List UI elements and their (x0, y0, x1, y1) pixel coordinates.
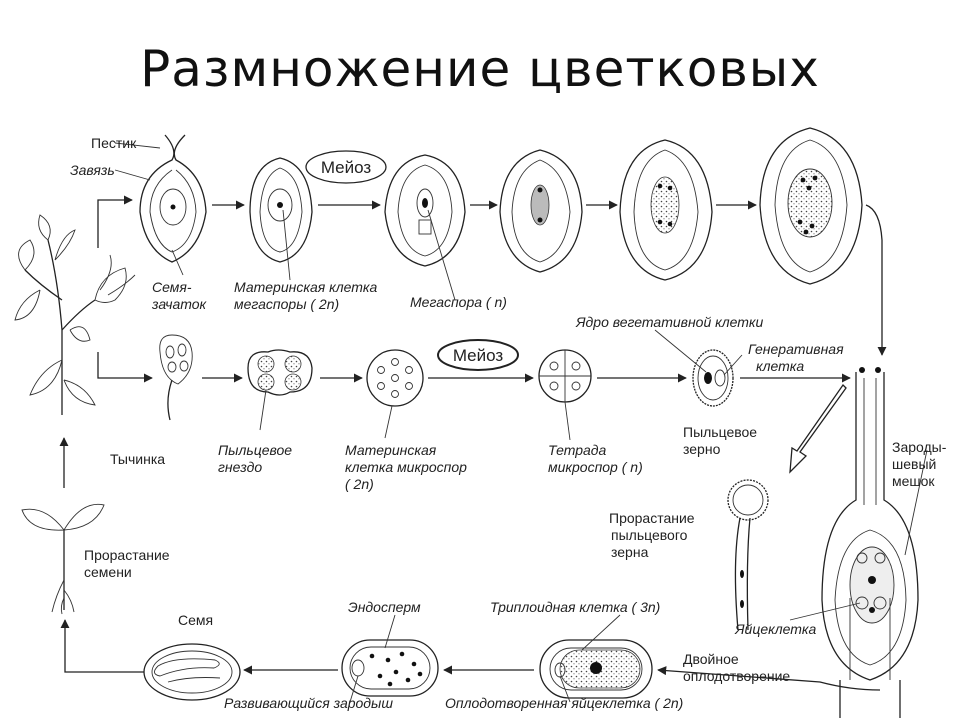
label-pollen-sac-2: гнездо (218, 459, 262, 475)
germinating-pollen-grain (727, 479, 769, 631)
label-pollen-sac-1: Пыльцевое (218, 442, 292, 458)
label-megaspore: Мегаспора ( n) (410, 294, 507, 310)
label-embryo-sac-3: мешок (892, 473, 935, 489)
pistil-with-embryo-sac (821, 367, 919, 718)
microspore-mother-cell (366, 349, 424, 407)
ovule-stage-5 (619, 139, 713, 281)
label-microspore-mother-1: Материнская (345, 442, 437, 458)
label-fert-egg: Оплодотворенная яйцеклетка ( 2n) (445, 695, 683, 711)
meiosis-label-middle: Мейоз (453, 346, 504, 365)
label-dev-embryo: Развивающийся зародыш (224, 695, 393, 711)
hollow-arrow (789, 383, 847, 474)
label-stamen: Тычинка (110, 451, 165, 467)
ovule-stage-3 (384, 154, 466, 267)
label-veg-nucleus: Ядро вегетативной клетки (575, 314, 764, 330)
seedling (21, 503, 105, 615)
label-microspore-mother-3: ( 2n) (345, 476, 374, 492)
label-tetrad-1: Тетрада (548, 442, 607, 458)
meiosis-oval-middle (437, 339, 519, 371)
label-pistil: Пестик (91, 135, 137, 151)
label-seed-germ-1: Прорастание (84, 547, 170, 563)
label-endosperm: Эндосперм (348, 599, 421, 615)
label-embryo-sac-1: Зароды- (892, 439, 947, 455)
ovule-stage-2 (249, 157, 313, 263)
label-germ-pollen-1: Прорастание (609, 510, 695, 526)
label-germ-pollen-2: пыльцевого (611, 527, 688, 543)
label-megaspore-mother-1: Материнская клетка (234, 279, 378, 295)
label-generative-2: клетка (756, 358, 804, 374)
label-ovule-2: зачаток (151, 296, 208, 312)
label-double-fert-1: Двойное (683, 651, 739, 667)
label-pollen-grain-2: зерно (683, 441, 721, 457)
seed (143, 643, 241, 701)
meiosis-label-top: Мейоз (321, 158, 372, 177)
stamen (159, 334, 193, 421)
label-germ-pollen-3: зерна (611, 544, 649, 560)
meiosis-oval-top (305, 150, 387, 184)
pollen-grain (692, 349, 734, 407)
label-tetrad-2: микроспор ( n) (548, 459, 643, 475)
pollen-sac (247, 349, 313, 396)
label-seed: Семя (178, 612, 213, 628)
ovule-stage-4 (499, 149, 583, 273)
label-pollen-grain-1: Пыльцевое (683, 424, 757, 440)
label-megaspore-mother-2: мегаспоры ( 2n) (234, 296, 339, 312)
label-seed-germ-2: семени (84, 564, 132, 580)
label-generative-1: Генеративная (748, 341, 844, 357)
fertilized-ovule (539, 639, 653, 699)
ovule-stage-1 (139, 134, 207, 263)
flowering-plant (14, 214, 136, 415)
label-ovary: Завязь (70, 162, 115, 178)
label-ovule-1: Семя- (152, 279, 192, 295)
label-embryo-sac-2: шевый (892, 456, 936, 472)
slide-title: Размножение цветковых (140, 40, 820, 98)
tetrad (538, 349, 592, 403)
label-microspore-mother-2: клетка микроспор (345, 459, 467, 475)
label-egg: Яйцеклетка (734, 621, 817, 637)
developing-seed (341, 639, 439, 697)
ovule-stage-6 (759, 127, 863, 285)
label-triploid: Триплоидная клетка ( 3n) (490, 599, 660, 615)
